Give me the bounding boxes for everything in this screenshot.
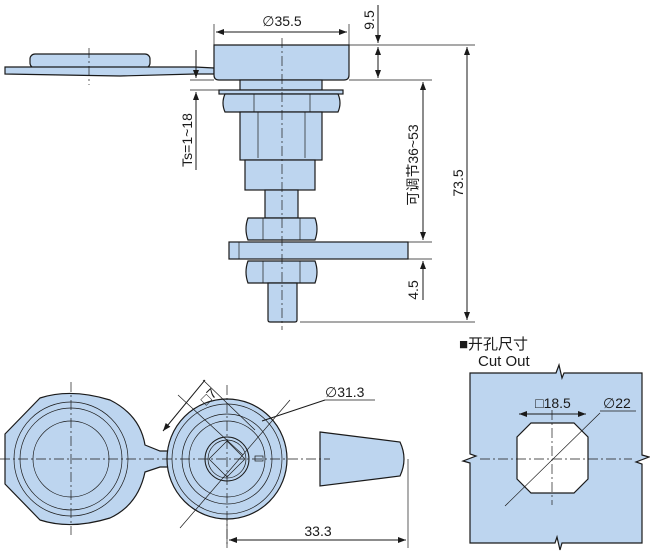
- lock-head: [213, 44, 350, 81]
- upper-cam-nut: [245, 217, 318, 241]
- front-view: □7 ∅31.3 33.3: [0, 379, 409, 548]
- cam-plate: [228, 241, 409, 260]
- shaft: [264, 189, 299, 219]
- cutout-square-label: □18.5: [535, 395, 571, 411]
- cutout-title-cn: ■开孔尺寸: [459, 336, 529, 353]
- cam-thickness-label: 4.5: [405, 280, 421, 300]
- cutout-diameter-label: ∅22: [603, 395, 631, 411]
- cap-top: [29, 53, 151, 69]
- handle-reach-label: 33.3: [304, 523, 331, 539]
- adjustable-range-label: 可调节36~53: [405, 124, 421, 206]
- face-diameter-label: ∅31.3: [325, 384, 365, 400]
- threaded-body: [239, 111, 323, 161]
- body-neck: [239, 79, 323, 91]
- lower-cam-nut: [245, 260, 318, 284]
- side-view: ∅35.5 9.5 73.5 可调节36~53 4.5 Ts=1~18: [4, 5, 475, 330]
- shaft-end: [267, 282, 298, 323]
- lower-body: [244, 159, 316, 191]
- cutout-view: □18.5 ∅22: [461, 362, 650, 551]
- head-diameter-label: ∅35.5: [262, 13, 302, 29]
- panel-thickness-label: Ts=1~18: [179, 113, 195, 167]
- head-height-label: 9.5: [361, 10, 377, 30]
- cutout-title-en: Cut Out: [478, 353, 530, 370]
- cap-strap: [4, 66, 215, 77]
- total-length-label: 73.5: [450, 169, 466, 196]
- cutout-hole: [516, 422, 589, 494]
- handle: [319, 431, 405, 487]
- hex-nut: [222, 93, 341, 113]
